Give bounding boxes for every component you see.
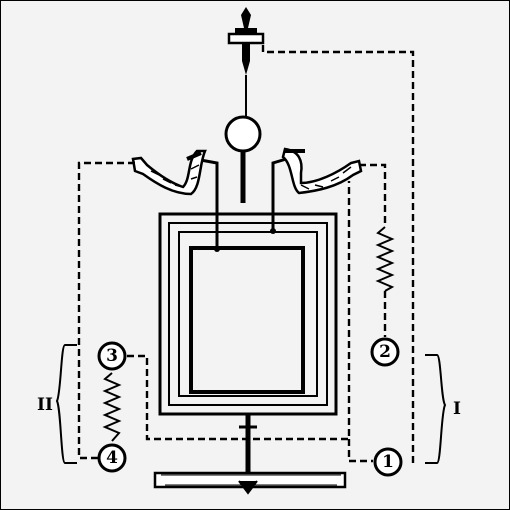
wire-left-spiral-to-terminal-4: [77, 161, 135, 460]
resistor-left: [102, 372, 122, 442]
left-spiral: [131, 149, 207, 196]
bracket-left: [55, 344, 77, 464]
mirror-sphere: [224, 115, 262, 153]
bracket-right: [425, 354, 447, 464]
group-label-right: I: [453, 399, 461, 419]
terminal-3: 3: [97, 341, 127, 371]
resistor-right: [375, 226, 395, 292]
outer-frame: [158, 212, 338, 416]
terminal-4: 4: [97, 443, 127, 473]
terminal-1-label: 1: [382, 452, 394, 472]
wire-terminal-3-loop: [127, 181, 351, 441]
inner-frame: [178, 231, 318, 397]
base-assembly: [153, 414, 347, 495]
right-spiral: [281, 147, 363, 195]
wire-top-to-terminal-1: [261, 45, 415, 463]
terminal-2-label: 2: [379, 342, 391, 362]
middle-frame: [168, 222, 328, 406]
terminal-1: 1: [373, 447, 403, 477]
wire-right-spiral-to-resistor: [359, 163, 387, 227]
top-screw: [227, 7, 265, 75]
terminal-3-label: 3: [106, 346, 118, 366]
wire-loop-to-terminal-1: [347, 439, 373, 463]
terminal-2: 2: [370, 337, 400, 367]
terminal-4-label: 4: [106, 448, 118, 468]
moving-coil: [189, 246, 305, 394]
group-label-left: II: [37, 395, 53, 415]
